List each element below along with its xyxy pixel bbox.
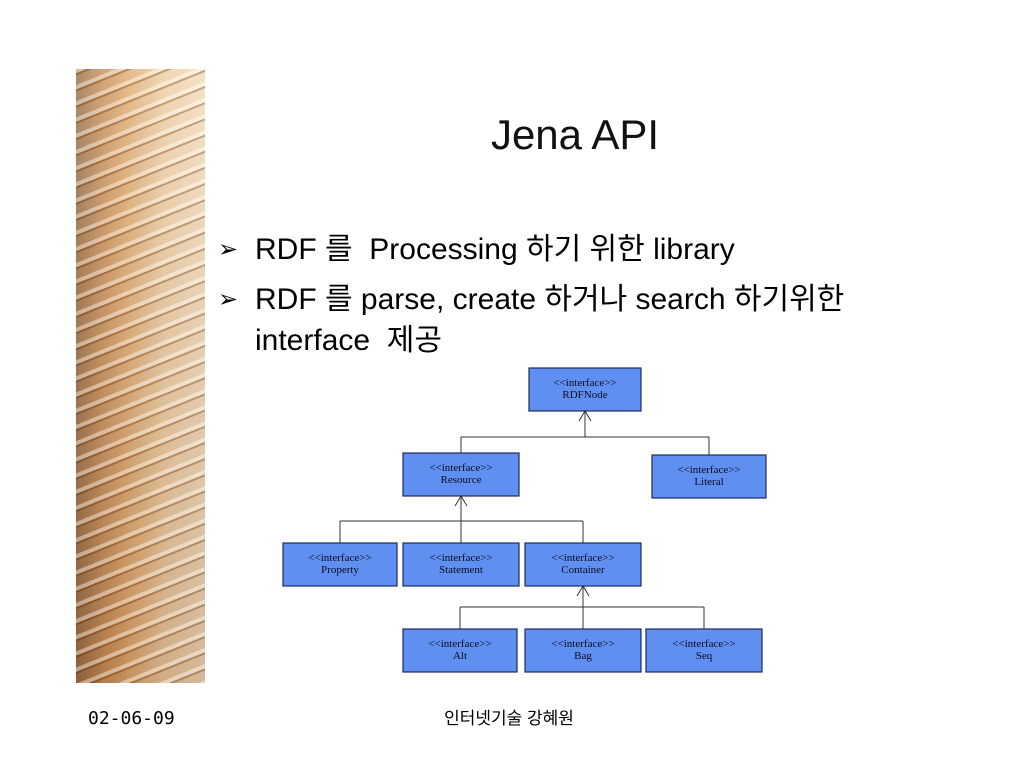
node-stereotype: <<interface>>: [429, 552, 492, 564]
node-bag: <<interface>> Bag: [524, 628, 642, 673]
node-rdfnode: <<interface>> RDFNode: [528, 367, 642, 412]
node-box: [402, 452, 520, 497]
arrow-bullet-icon: ➢: [218, 285, 239, 313]
book-pages-image: [76, 69, 205, 683]
bullet-text: RDF 를 parse, create 하거나 search 하기위한 inte…: [255, 283, 853, 357]
node-name: Bag: [574, 650, 592, 662]
node-name: Seq: [696, 650, 713, 662]
node-name: Container: [561, 564, 605, 576]
node-name: Resource: [441, 474, 482, 486]
node-box: [524, 542, 642, 587]
bullet-list: ➢ RDF 를 Processing 하기 위한 library ➢ RDF 를…: [218, 229, 948, 370]
node-box: [402, 542, 520, 587]
node-box: [645, 628, 763, 673]
node-box: [651, 454, 767, 499]
node-name: Alt: [453, 650, 467, 662]
node-stereotype: <<interface>>: [308, 552, 371, 564]
bullet-text: RDF 를 Processing 하기 위한 library: [255, 233, 735, 266]
node-name: RDFNode: [562, 389, 607, 401]
node-box: [528, 367, 642, 412]
node-stereotype: <<interface>>: [429, 462, 492, 474]
footer-date: 02-06-09: [88, 708, 175, 729]
interface-hierarchy-diagram: <<interface>> RDFNode <<interface>> Reso…: [282, 367, 767, 673]
node-stereotype: <<interface>>: [672, 638, 735, 650]
arrow-bullet-icon: ➢: [218, 235, 239, 263]
node-stereotype: <<interface>>: [553, 377, 616, 389]
node-stereotype: <<interface>>: [677, 464, 740, 476]
node-alt: <<interface>> Alt: [402, 628, 518, 673]
node-name: Property: [321, 564, 359, 576]
node-box: [402, 628, 518, 673]
bullet-item: ➢ RDF 를 Processing 하기 위한 library: [218, 229, 948, 270]
node-property: <<interface>> Property: [282, 542, 398, 587]
node-stereotype: <<interface>>: [551, 552, 614, 564]
node-name: Literal: [694, 476, 723, 488]
node-box: [282, 542, 398, 587]
node-stereotype: <<interface>>: [428, 638, 491, 650]
node-resource: <<interface>> Resource: [402, 452, 520, 497]
node-literal: <<interface>> Literal: [651, 454, 767, 499]
connector-resource-children: [339, 495, 584, 543]
node-container: <<interface>> Container: [524, 542, 642, 587]
slide-title: Jena API: [490, 111, 660, 158]
node-seq: <<interface>> Seq: [645, 628, 763, 673]
node-statement: <<interface>> Statement: [402, 542, 520, 587]
node-stereotype: <<interface>>: [551, 638, 614, 650]
node-box: [524, 628, 642, 673]
node-name: Statement: [439, 564, 483, 576]
bullet-item: ➢ RDF 를 parse, create 하거나 search 하기위한 in…: [218, 279, 948, 361]
connector-rdfnode-children: [460, 410, 710, 455]
connector-container-children: [459, 585, 705, 629]
footer-author: 인터넷기술 강혜원: [444, 709, 574, 728]
